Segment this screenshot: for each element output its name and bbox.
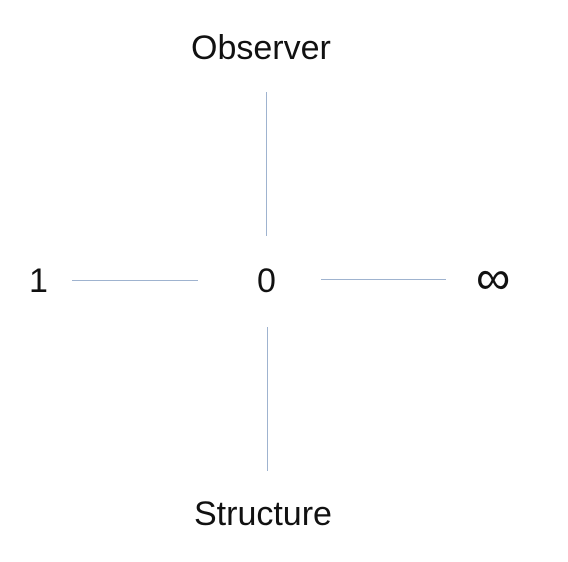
bottom-label-structure: Structure bbox=[194, 495, 332, 533]
left-label-one: 1 bbox=[29, 262, 48, 300]
connector-line-right bbox=[321, 279, 446, 280]
connector-line-top bbox=[266, 92, 267, 236]
right-label-infinity: ∞ bbox=[476, 252, 511, 305]
connector-line-bottom bbox=[267, 327, 268, 471]
top-label-observer: Observer bbox=[191, 29, 331, 67]
connector-line-left bbox=[72, 280, 198, 281]
center-label-zero: 0 bbox=[257, 262, 276, 300]
